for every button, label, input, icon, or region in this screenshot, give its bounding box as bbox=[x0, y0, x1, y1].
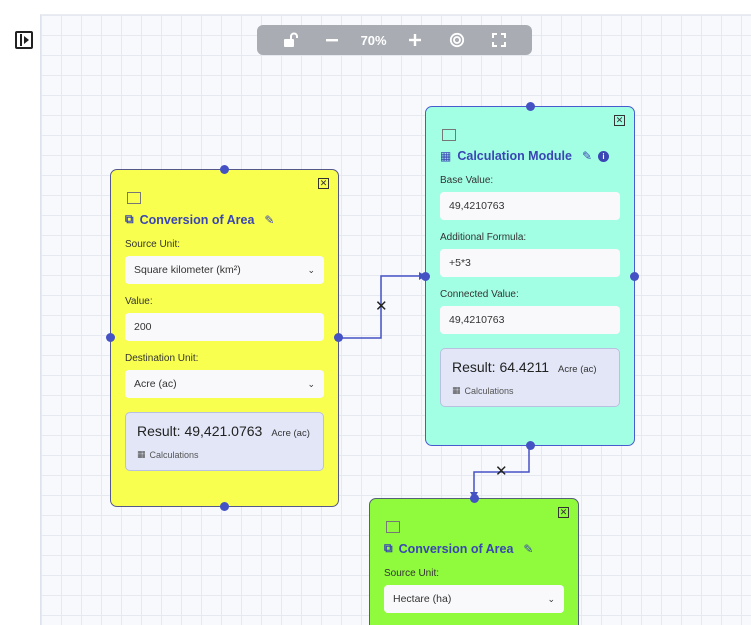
calculation-module-node[interactable]: ✕ ▦ Calculation Module ✎ i Base Value: 4… bbox=[421, 102, 639, 450]
formula-input[interactable]: +5*3 bbox=[440, 249, 620, 277]
zoom-out-button[interactable] bbox=[319, 28, 345, 52]
close-icon[interactable]: ✕ bbox=[614, 115, 625, 126]
fit-view-button[interactable] bbox=[444, 28, 470, 52]
handle-top[interactable] bbox=[526, 102, 535, 111]
source-unit-label: Source Unit: bbox=[384, 568, 440, 579]
handle-left[interactable] bbox=[106, 333, 115, 342]
select-checkbox[interactable] bbox=[127, 192, 141, 204]
dest-unit-label: Destination Unit: bbox=[125, 353, 199, 364]
handle-top[interactable] bbox=[220, 165, 229, 174]
value-label: Value: bbox=[125, 296, 153, 307]
result-value: Result: 64.4211 bbox=[452, 359, 550, 375]
value-input[interactable]: 200 bbox=[125, 313, 324, 341]
chevron-down-icon: ⌄ bbox=[307, 264, 315, 275]
area-conversion-node[interactable]: ✕ ⧉ Conversion of Area ✎ Source Unit: Sq… bbox=[106, 165, 343, 511]
dest-unit-value: Acre (ac) bbox=[134, 378, 177, 390]
dest-unit-select[interactable]: Acre (ac) ⌄ bbox=[125, 370, 324, 398]
handle-right[interactable] bbox=[630, 272, 639, 281]
calculations-link[interactable]: ▦ Calculations bbox=[137, 449, 312, 460]
edge-delete-icon[interactable]: ✕ bbox=[375, 298, 388, 315]
base-value-label: Base Value: bbox=[440, 175, 494, 186]
canvas-toolbar: 70% bbox=[257, 25, 532, 55]
select-checkbox[interactable] bbox=[386, 521, 400, 533]
connected-value-input[interactable]: 49,4210763 bbox=[440, 306, 620, 334]
source-unit-select[interactable]: Hectare (ha) ⌄ bbox=[384, 585, 564, 613]
area-icon: ⧉ bbox=[125, 212, 134, 226]
calculations-label: Calculations bbox=[464, 385, 514, 396]
result-panel: Result: 49,421.0763 Acre (ac) ▦ Calculat… bbox=[125, 412, 324, 471]
connected-value-text: 49,4210763 bbox=[449, 314, 505, 326]
pencil-icon[interactable]: ✎ bbox=[581, 149, 592, 163]
pencil-icon[interactable]: ✎ bbox=[523, 541, 534, 556]
node-title: Conversion of Area bbox=[139, 212, 255, 227]
source-unit-label: Source Unit: bbox=[125, 239, 181, 250]
result-unit: Acre (ac) bbox=[271, 428, 310, 439]
chevron-down-icon: ⌄ bbox=[547, 593, 555, 604]
node-title: Calculation Module bbox=[457, 149, 572, 163]
node-title: Conversion of Area bbox=[398, 541, 514, 556]
handle-bottom[interactable] bbox=[220, 502, 229, 511]
select-checkbox[interactable] bbox=[442, 129, 456, 141]
handle-top[interactable] bbox=[470, 494, 479, 503]
node-header: ⧉ Conversion of Area ✎ bbox=[125, 212, 324, 227]
formula-label: Additional Formula: bbox=[440, 232, 527, 243]
close-icon[interactable]: ✕ bbox=[318, 178, 329, 189]
handle-right[interactable] bbox=[334, 333, 343, 342]
sidebar-toggle-icon[interactable] bbox=[15, 31, 33, 49]
unlock-icon[interactable] bbox=[277, 28, 303, 52]
edge-delete-icon[interactable]: ✕ bbox=[495, 463, 508, 480]
source-unit-value: Square kilometer (km²) bbox=[134, 264, 241, 276]
area-conversion-node[interactable]: ✕ ⧉ Conversion of Area ✎ Source Unit: He… bbox=[369, 494, 579, 625]
source-unit-select[interactable]: Square kilometer (km²) ⌄ bbox=[125, 256, 324, 284]
zoom-level: 70% bbox=[360, 32, 387, 48]
node-header: ▦ Calculation Module ✎ i bbox=[440, 149, 620, 163]
result-value: Result: 49,421.0763 bbox=[137, 423, 263, 439]
result-panel: Result: 64.4211 Acre (ac) ▦ Calculations bbox=[440, 348, 620, 407]
close-icon[interactable]: ✕ bbox=[558, 507, 569, 518]
node-header: ⧉ Conversion of Area ✎ bbox=[384, 541, 564, 556]
chevron-down-icon: ⌄ bbox=[307, 378, 315, 389]
value-text: 200 bbox=[134, 321, 152, 333]
calculations-label: Calculations bbox=[149, 449, 199, 460]
connected-value-label: Connected Value: bbox=[440, 289, 519, 300]
calculations-link[interactable]: ▦ Calculations bbox=[452, 385, 608, 396]
handle-left[interactable] bbox=[421, 272, 430, 281]
result-unit: Acre (ac) bbox=[558, 364, 597, 375]
pencil-icon[interactable]: ✎ bbox=[264, 212, 275, 227]
calculator-icon: ▦ bbox=[440, 149, 452, 163]
handle-bottom[interactable] bbox=[526, 441, 535, 450]
zoom-in-button[interactable] bbox=[402, 28, 428, 52]
base-value-input[interactable]: 49,4210763 bbox=[440, 192, 620, 220]
calculator-icon: ▦ bbox=[137, 449, 146, 459]
area-icon: ⧉ bbox=[384, 541, 393, 555]
base-value-text: 49,4210763 bbox=[449, 200, 505, 212]
source-unit-value: Hectare (ha) bbox=[393, 593, 452, 605]
fullscreen-button[interactable] bbox=[486, 28, 512, 52]
calculator-icon: ▦ bbox=[452, 385, 461, 395]
formula-text: +5*3 bbox=[449, 257, 471, 269]
info-icon[interactable]: i bbox=[598, 150, 609, 162]
